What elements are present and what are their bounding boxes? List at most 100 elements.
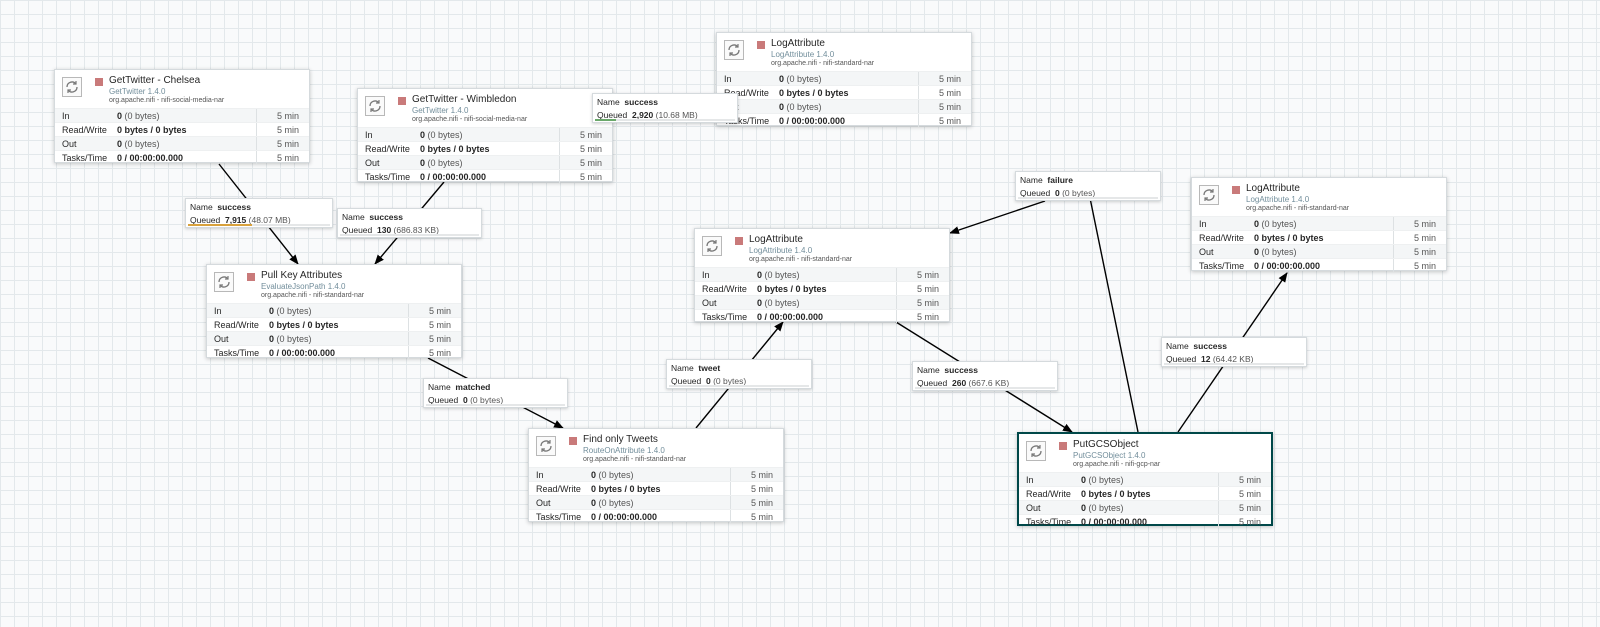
queued-count: 0	[462, 395, 468, 405]
stat-label: Out	[702, 298, 717, 308]
stat-value: 0 / 00:00:00.000	[779, 114, 845, 128]
stat-value: 0 (0 bytes)	[117, 109, 160, 123]
name-label: Name	[428, 382, 451, 392]
edge-failure-to-logattribute	[949, 200, 1046, 234]
stat-time: 5 min	[1413, 261, 1436, 271]
processor-icon	[365, 96, 385, 116]
queued-label: Queued	[597, 110, 628, 120]
stat-value: 0 (0 bytes)	[1081, 473, 1124, 487]
stat-value-main: 0 / 00:00:00.000	[1081, 517, 1148, 527]
processor-icon	[1199, 185, 1219, 205]
stat-divider	[559, 142, 560, 155]
stopped-icon	[735, 237, 743, 245]
stat-divider	[1393, 231, 1394, 244]
stat-value-main: 0	[117, 111, 123, 121]
connection-name: matched	[455, 382, 491, 392]
stat-divider	[896, 268, 897, 281]
connection-name: success	[944, 365, 978, 375]
processor-gettwitter-chelsea[interactable]: GetTwitter - Chelsea GetTwitter 1.4.0 or…	[54, 69, 310, 164]
stat-divider	[1218, 501, 1219, 514]
processor-find-only-tweets[interactable]: Find only Tweets RouteOnAttribute 1.4.0 …	[528, 428, 784, 523]
processor-name: Pull Key Attributes	[261, 270, 343, 281]
stat-value-main: 0 / 00:00:00.000	[269, 348, 336, 358]
processor-pull-key-attributes[interactable]: Pull Key Attributes EvaluateJsonPath 1.4…	[206, 264, 462, 359]
stat-time: 5 min	[1238, 517, 1261, 527]
stat-value: 0 bytes / 0 bytes	[1254, 231, 1324, 245]
stat-value: 0 (0 bytes)	[1254, 217, 1297, 231]
processor-logattribute-middle[interactable]: LogAttribute LogAttribute 1.4.0 org.apac…	[694, 228, 950, 323]
processor-logattribute-top[interactable]: LogAttribute LogAttribute 1.4.0 org.apac…	[716, 32, 972, 127]
stat-divider	[1393, 217, 1394, 230]
stat-label: Tasks/Time	[62, 153, 108, 163]
stat-value-main: 0	[269, 306, 275, 316]
processor-type: LogAttribute 1.4.0	[771, 50, 835, 59]
stat-value-main: 0	[1254, 219, 1260, 229]
stat-divider	[559, 128, 560, 141]
stat-time: 5 min	[750, 512, 773, 522]
stat-value-main: 0	[1254, 247, 1260, 257]
processor-bundle: org.apache.nifi - nifi-standard-nar	[771, 60, 875, 67]
queued-label: Queued	[190, 215, 221, 225]
stat-label: In	[365, 130, 373, 140]
stat-value: 0 bytes / 0 bytes	[591, 482, 661, 496]
connection-queued-row: Queued 0 (0 bytes)	[671, 376, 746, 386]
stat-divider	[256, 109, 257, 122]
queue-progress-fill	[188, 224, 252, 226]
stat-time: 5 min	[428, 348, 451, 358]
stat-value: 0 (0 bytes)	[420, 128, 463, 142]
stat-value-main: 0 / 00:00:00.000	[1254, 261, 1321, 271]
connection-queued-row: Queued 12 (64.42 KB)	[1166, 354, 1253, 364]
queue-progress-bar	[340, 234, 479, 236]
stat-divider	[408, 318, 409, 331]
queued-label: Queued	[342, 225, 373, 235]
stat-value-main: 0	[591, 498, 597, 508]
stat-value-unit: (0 bytes)	[276, 306, 312, 316]
processor-logattribute-right[interactable]: LogAttribute LogAttribute 1.4.0 org.apac…	[1191, 177, 1447, 272]
stat-time: 5 min	[1413, 219, 1436, 229]
stat-divider	[1218, 487, 1219, 500]
stat-label: In	[724, 74, 732, 84]
stat-label: Read/Write	[365, 144, 410, 154]
stat-value-unit: (0 bytes)	[1261, 219, 1297, 229]
connection-name-row: Name success	[1166, 341, 1227, 351]
processor-putgcsobject[interactable]: PutGCSObject PutGCSObject 1.4.0 org.apac…	[1017, 432, 1273, 528]
stat-divider	[1218, 473, 1219, 486]
stat-value: 0 (0 bytes)	[269, 332, 312, 346]
connection-name-row: Name matched	[428, 382, 490, 392]
stat-time: 5 min	[579, 172, 602, 182]
stat-value-unit: (0 bytes)	[764, 298, 800, 308]
queued-size: (48.07 MB)	[248, 215, 291, 225]
queued-label: Queued	[917, 378, 948, 388]
stat-divider	[730, 468, 731, 481]
stopped-icon	[247, 273, 255, 281]
stat-value-main: 0	[779, 102, 785, 112]
stat-value-main: 0 / 00:00:00.000	[779, 116, 846, 126]
stat-value: 0 (0 bytes)	[591, 468, 634, 482]
stat-value: 0 (0 bytes)	[420, 156, 463, 170]
stopped-icon	[398, 97, 406, 105]
queued-label: Queued	[671, 376, 702, 386]
connection-name: success	[217, 202, 251, 212]
processor-gettwitter-wimbledon[interactable]: GetTwitter - Wimbledon GetTwitter 1.4.0 …	[357, 88, 613, 183]
stat-time: 5 min	[750, 470, 773, 480]
stat-time: 5 min	[1238, 475, 1261, 485]
